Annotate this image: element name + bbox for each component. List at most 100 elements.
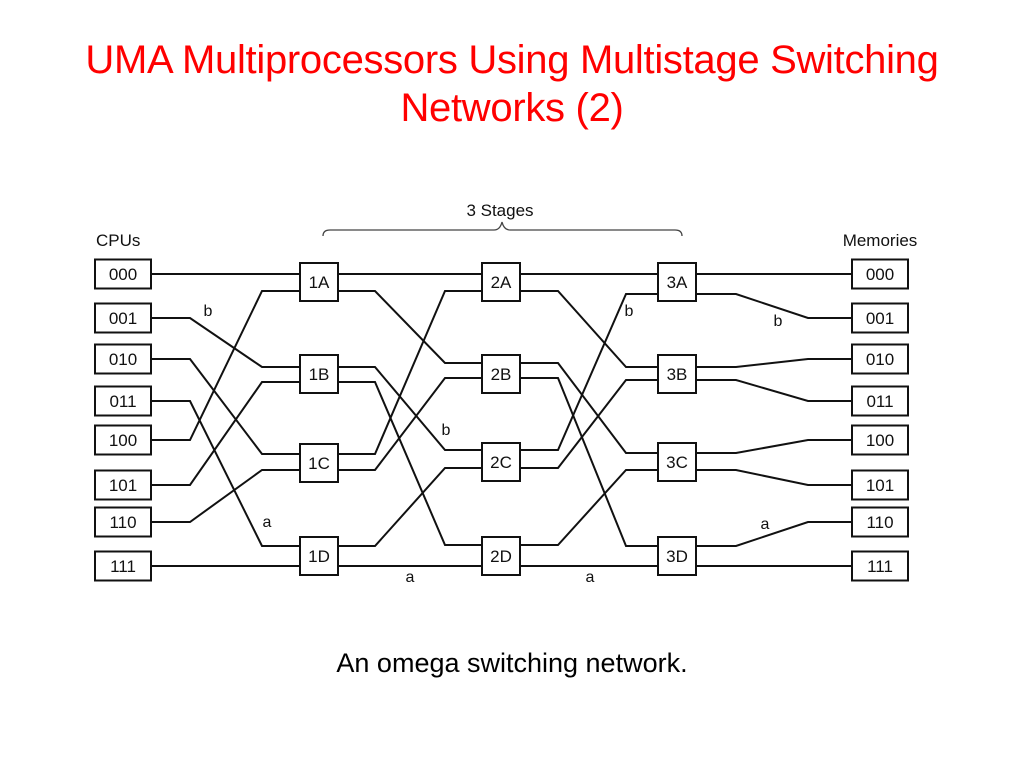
switch-label: 2D [490,547,512,566]
cpu-box [94,302,152,334]
switch-box [481,354,521,394]
memory-000: 000 [851,258,909,290]
switch-box [657,262,697,302]
stages-brace [322,221,683,237]
path-label-b-stage1-stage2: b [442,422,451,439]
switch-box [657,442,697,482]
wire-mem-011 [696,379,852,402]
slide-title-line2: Networks (2) [400,86,624,130]
wire-2C-3A [520,293,658,451]
wire-mem-110 [696,521,852,547]
slide-title: UMA Multiprocessors Using Multistage Swi… [0,36,1024,132]
wire-cpu-011 [151,400,300,547]
cpu-111: 111 [94,550,152,582]
switch-label: 1B [309,365,330,384]
wire-mem-101 [696,469,852,486]
cpu-001: 001 [94,302,152,334]
switch-box [657,536,697,576]
wire-2C-3B [520,379,658,469]
memory-box [851,343,909,375]
switch-2C: 2C [481,442,521,482]
switch-label: 1A [309,273,330,292]
memory-101: 101 [851,469,909,501]
memory-110: 110 [851,506,909,538]
switch-label: 3B [667,365,688,384]
switch-box [657,354,697,394]
cpus-label: CPUs [96,231,140,250]
switch-label: 3A [667,273,688,292]
path-label-b-cpu-stage1: b [204,303,213,320]
wire-2A-3B [520,290,658,368]
switch-1B: 1B [299,354,339,394]
switch-3B: 3B [657,354,697,394]
memory-box [851,550,909,582]
switch-label: 3C [666,453,688,472]
wire-cpu-010 [151,358,300,455]
switch-label: 2B [491,365,512,384]
cpu-110: 110 [94,506,152,538]
wire-mem-001 [696,293,852,319]
cpu-010: 010 [94,343,152,375]
memory-111: 111 [851,550,909,582]
memory-label: 110 [866,513,893,532]
path-label-a-stage3-memory: a [761,516,770,533]
cpu-boxes: 000 001 010 011 100 101 110 111 [94,258,152,582]
cpu-101: 101 [94,469,152,501]
wire-2B-3C [520,362,658,454]
wire-cpu-110 [151,469,300,523]
memory-label: 101 [866,476,894,495]
memory-label: 100 [866,431,894,450]
wire-mem-100 [696,439,852,454]
stages-brace-path [322,221,683,237]
cpu-100: 100 [94,424,152,456]
slide-title-line1: UMA Multiprocessors Using Multistage Swi… [85,38,939,82]
wire-2D-3C [520,469,658,546]
switch-1A: 1A [299,262,339,302]
wire-cpu-100 [151,290,300,441]
wires [151,273,852,567]
path-label-a-stage1-stage2: a [406,569,415,586]
wire-mem-010 [696,358,852,368]
memory-label: 000 [866,265,894,284]
memory-011: 011 [851,385,909,417]
switch-label: 3D [666,547,688,566]
cpu-box [94,469,152,501]
cpu-box [94,258,152,290]
switch-2A: 2A [481,262,521,302]
cpu-label: 101 [109,476,137,495]
switch-label: 1C [308,454,330,473]
cpu-label: 000 [109,265,137,284]
switch-box [299,262,339,302]
switch-label: 2A [491,273,512,292]
wire-cpu-101 [151,381,300,486]
cpu-label: 111 [110,557,136,576]
memory-box [851,424,909,456]
switch-1D: 1D [299,536,339,576]
cpu-label: 010 [109,350,137,369]
wire-2B-3D [520,377,658,547]
cpu-label: 011 [109,392,136,411]
memory-label: 011 [866,392,893,411]
switch-3A: 3A [657,262,697,302]
cpu-000: 000 [94,258,152,290]
cpu-label: 001 [109,309,137,328]
memory-001: 001 [851,302,909,334]
memory-label: 001 [866,309,894,328]
switch-2D: 2D [481,536,521,576]
switch-box [481,536,521,576]
switch-label: 1D [308,547,330,566]
cpu-box [94,550,152,582]
memory-100: 100 [851,424,909,456]
cpu-box [94,343,152,375]
memory-box [851,506,909,538]
cpu-label: 110 [109,513,136,532]
switch-box [299,443,339,483]
path-label-b-stage3-memory: b [774,313,783,330]
switch-box [299,354,339,394]
switch-boxes: 1A 1B 1C 1D 2A 2B 2C 2D 3A 3B 3C 3D [299,262,697,576]
memory-box [851,258,909,290]
memory-010: 010 [851,343,909,375]
memories-label: Memories [843,231,918,250]
path-label-a-cpu-stage1: a [263,514,272,531]
